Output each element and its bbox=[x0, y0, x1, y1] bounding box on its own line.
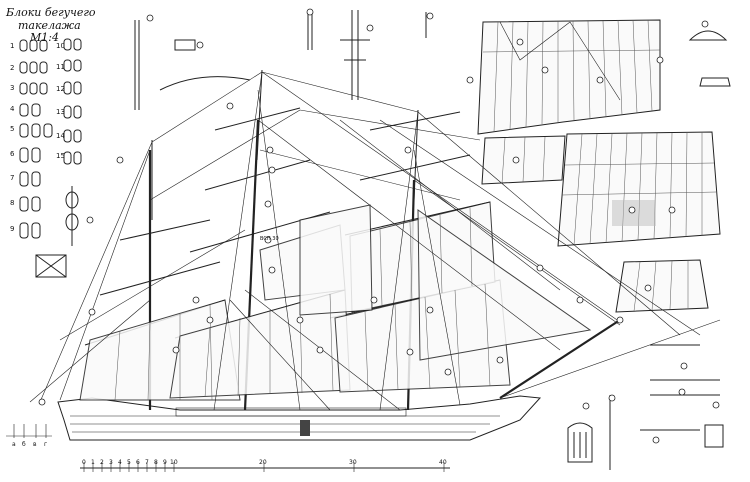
title-scale: M1:4 bbox=[29, 31, 59, 44]
figure-letter: в bbox=[33, 441, 37, 448]
block-number: 14 bbox=[56, 132, 65, 140]
block-number: 6 bbox=[10, 150, 15, 158]
block-number: 15 bbox=[56, 152, 65, 160]
ship-sails bbox=[79, 201, 592, 401]
title-block: Блоки бегучего такелажа M1:4 bbox=[5, 6, 96, 44]
block-number: 8 bbox=[10, 199, 14, 207]
block-number: 1 bbox=[10, 42, 14, 50]
scale-bar: 0 1 2 3 4 5 6 7 8 9 10 20 30 40 bbox=[80, 459, 450, 472]
figure-letter: а bbox=[12, 441, 16, 448]
title-line-1: Блоки бегучего bbox=[5, 6, 96, 19]
rigging bbox=[29, 71, 721, 411]
block-number: 10 bbox=[56, 42, 65, 50]
block-number: 5 bbox=[10, 125, 14, 133]
scale-tick-label: 7 bbox=[145, 459, 149, 466]
block-number: 12 bbox=[56, 85, 65, 93]
block-number: 4 bbox=[10, 105, 15, 113]
bottom-right-details bbox=[567, 344, 724, 470]
mast-fitting-details bbox=[134, 10, 731, 110]
callout-markers bbox=[38, 8, 720, 444]
scale-tick-label: 9 bbox=[163, 459, 167, 466]
scale-tick-label: 10 bbox=[170, 459, 178, 466]
scale-tick-label: 8 bbox=[154, 459, 158, 466]
side-note: ВСП 30 bbox=[260, 236, 279, 242]
block-number: 11 bbox=[56, 63, 65, 71]
block-number: 3 bbox=[10, 84, 14, 92]
sail-detail-course bbox=[477, 19, 661, 135]
scale-major-label: 40 bbox=[439, 459, 447, 466]
scale-tick-label: 0 bbox=[82, 459, 86, 466]
sail-detail-royal bbox=[615, 259, 709, 313]
sail-detail-topsail bbox=[557, 131, 721, 247]
figure-letter: г bbox=[44, 441, 47, 448]
ensign-flag bbox=[35, 254, 67, 278]
block-number: 7 bbox=[10, 174, 14, 182]
scale-tick-label: 6 bbox=[136, 459, 140, 466]
title-line-2: такелажа bbox=[18, 19, 81, 32]
block-number: 13 bbox=[56, 108, 65, 116]
scale-tick-label: 5 bbox=[127, 459, 131, 466]
scale-major-label: 20 bbox=[259, 459, 267, 466]
bottom-left-figures: а б в г bbox=[6, 424, 52, 448]
block-number: 2 bbox=[10, 64, 14, 72]
scale-major-label: 30 bbox=[349, 459, 357, 466]
scale-tick-label: 4 bbox=[118, 459, 122, 466]
scale-tick-label: 3 bbox=[109, 459, 113, 466]
scale-tick-label: 2 bbox=[100, 459, 104, 466]
block-number: 9 bbox=[10, 225, 14, 233]
block-legend: 1 2 3 4 5 6 7 8 9 10 11 12 13 14 15 bbox=[10, 38, 82, 246]
figure-letter: б bbox=[22, 441, 26, 448]
hull bbox=[57, 395, 542, 441]
sail-detail-topgallant bbox=[481, 135, 566, 185]
scale-tick-label: 1 bbox=[91, 459, 95, 466]
